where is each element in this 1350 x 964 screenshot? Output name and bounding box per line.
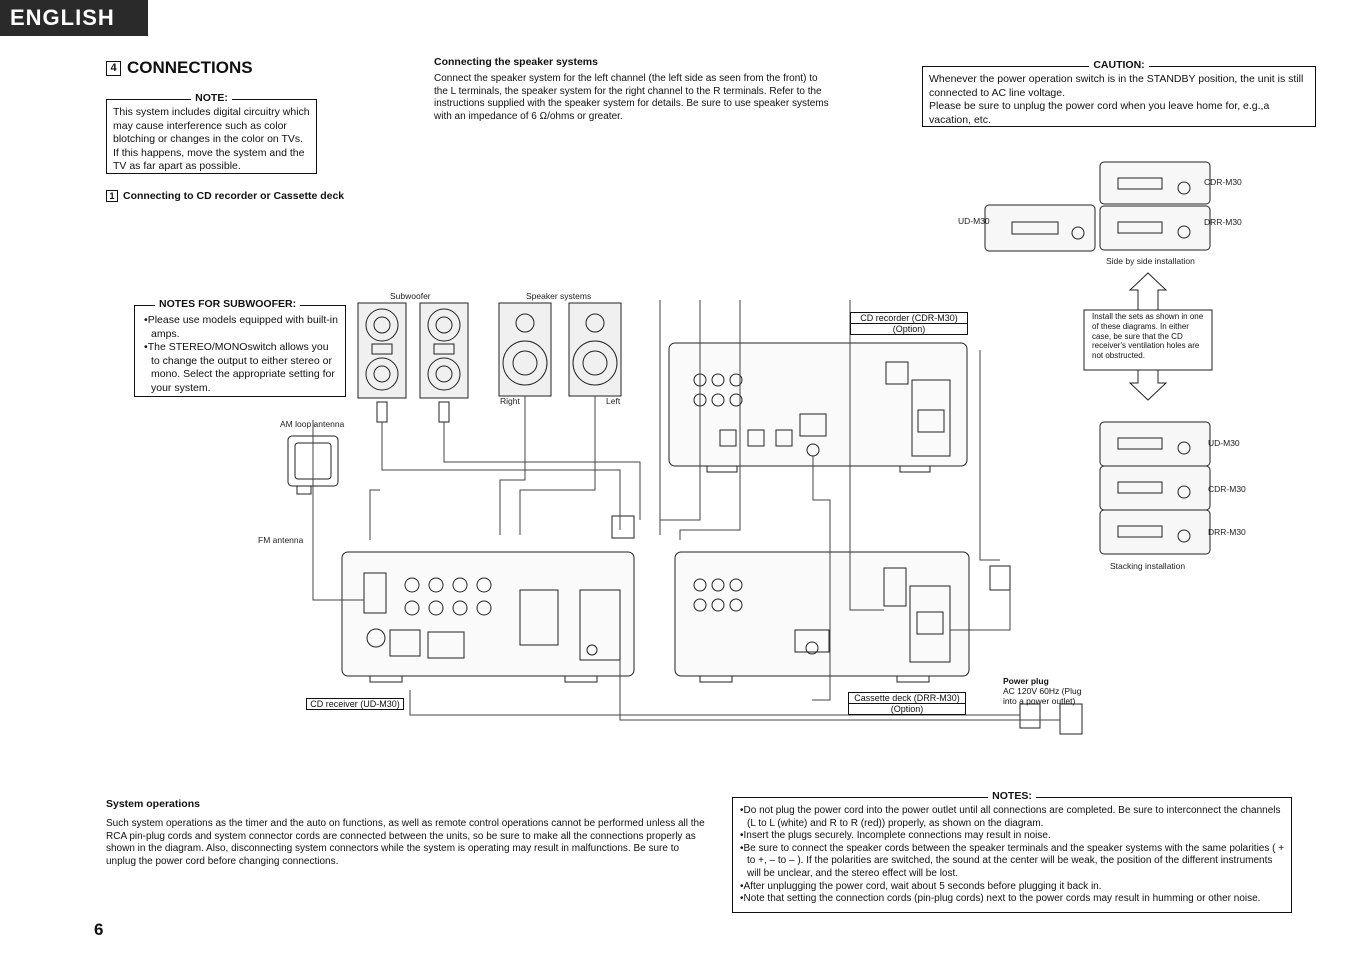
cd-recorder-unit-graphic (668, 342, 968, 473)
ud-m30-stack-label: UD-M30 (1208, 438, 1240, 448)
system-operations: System operations Such system operations… (106, 798, 706, 868)
drr-m30-side-label: DRR-M30 (1204, 217, 1242, 227)
cd-receiver-label: CD receiver (UD-M30) (306, 698, 404, 710)
notes-item: •Be sure to connect the speaker cords be… (740, 842, 1285, 879)
speaker-left-graphic (568, 302, 622, 397)
cassette-deck-option: (Option) (849, 703, 965, 714)
drr-m30-stack-label: DRR-M30 (1208, 527, 1246, 537)
subwoofer-label: Subwoofer (390, 291, 431, 301)
ud-m30-side-label: UD-M30 (958, 216, 990, 226)
caution-line-1: Whenever the power operation switch is i… (929, 73, 1304, 99)
am-antenna-label: AM loop antenna (280, 419, 345, 429)
side-by-side-caption: Side by side installation (1106, 256, 1195, 266)
notes-box: NOTES: •Do not plug the power cord into … (732, 790, 1292, 913)
cdr-m30-stack-label: CDR-M30 (1208, 484, 1246, 494)
power-plug-note: Power plug AC 120V 60Hz (Plug into a pow… (1003, 676, 1093, 706)
subwoofer-notes-list: •Please use models equipped with built-i… (143, 314, 339, 395)
subsection-heading: 1 Connecting to CD recorder or Cassette … (106, 190, 344, 202)
install-note: Install the sets as shown in one of thes… (1092, 312, 1204, 361)
subwoofer-notes-box: NOTES FOR SUBWOOFER: •Please use models … (134, 298, 346, 397)
subwoofer-notes-title: NOTES FOR SUBWOOFER: (155, 298, 301, 310)
system-operations-heading: System operations (106, 798, 200, 810)
stacking-caption: Stacking installation (1110, 561, 1186, 571)
side-by-side-units-graphic (984, 161, 1211, 252)
double-arrow-icon (1128, 272, 1168, 311)
page-number: 6 (94, 920, 104, 939)
subwoofer-right-graphic (419, 302, 469, 399)
speaker-right-graphic (498, 302, 552, 397)
left-speaker-label: Left (606, 396, 621, 406)
notes-list: •Do not plug the power cord into the pow… (739, 805, 1285, 906)
caution-title: CAUTION: (1089, 59, 1149, 71)
section-title-text: CONNECTIONS (127, 58, 253, 77)
subsection-title: Connecting to CD recorder or Cassette de… (123, 190, 345, 202)
notes-item: •Do not plug the power cord into the pow… (740, 805, 1281, 829)
speaker-section: Connecting the speaker systems Connect t… (434, 56, 834, 123)
fm-antenna-label: FM antenna (258, 535, 304, 545)
cassette-deck-unit-graphic (674, 551, 970, 683)
speaker-systems-label: Speaker systems (526, 291, 592, 301)
cassette-deck-label: Cassette deck (DRR-M30) (Option) (848, 692, 966, 715)
notes-title: NOTES: (988, 790, 1036, 802)
subwoofer-left-graphic (357, 302, 407, 399)
subsection-number: 1 (106, 190, 118, 202)
note-box-text: This system includes digital circuitry w… (113, 106, 310, 172)
notes-item: •Note that setting the connection cords … (740, 893, 1261, 905)
caution-box: CAUTION: Whenever the power operation sw… (922, 59, 1316, 127)
notes-item: •After unplugging the power cord, wait a… (740, 880, 1102, 892)
right-speaker-label: Right (500, 396, 520, 406)
cdr-m30-side-label: CDR-M30 (1204, 177, 1242, 187)
cd-receiver-unit-graphic (341, 551, 635, 683)
power-plug-text: AC 120V 60Hz (Plug into a power outlet) (1003, 686, 1082, 706)
stacking-units-graphic (1099, 421, 1211, 555)
speaker-text: Connect the speaker system for the left … (434, 73, 829, 122)
notes-item: •Insert the plugs securely. Incomplete c… (740, 830, 1051, 842)
power-plug-title: Power plug (1003, 676, 1049, 686)
section-number: 4 (106, 60, 121, 76)
note-box: NOTE: This system includes digital circu… (106, 92, 317, 174)
caution-line-2: Please be sure to unplug the power cord … (929, 100, 1270, 126)
language-tab: ENGLISH (0, 0, 148, 36)
system-operations-text: Such system operations as the timer and … (106, 818, 705, 867)
speaker-heading: Connecting the speaker systems (434, 56, 598, 68)
note-box-title: NOTE: (191, 92, 232, 104)
section-title: 4 CONNECTIONS (106, 58, 253, 78)
cd-recorder-label: CD recorder (CDR-M30) (Option) (850, 312, 968, 335)
subwoofer-note-item: •The STEREO/MONOswitch allows you to cha… (144, 341, 335, 394)
cd-recorder-option: (Option) (851, 323, 967, 334)
subwoofer-note-item: •Please use models equipped with built-i… (144, 314, 338, 340)
